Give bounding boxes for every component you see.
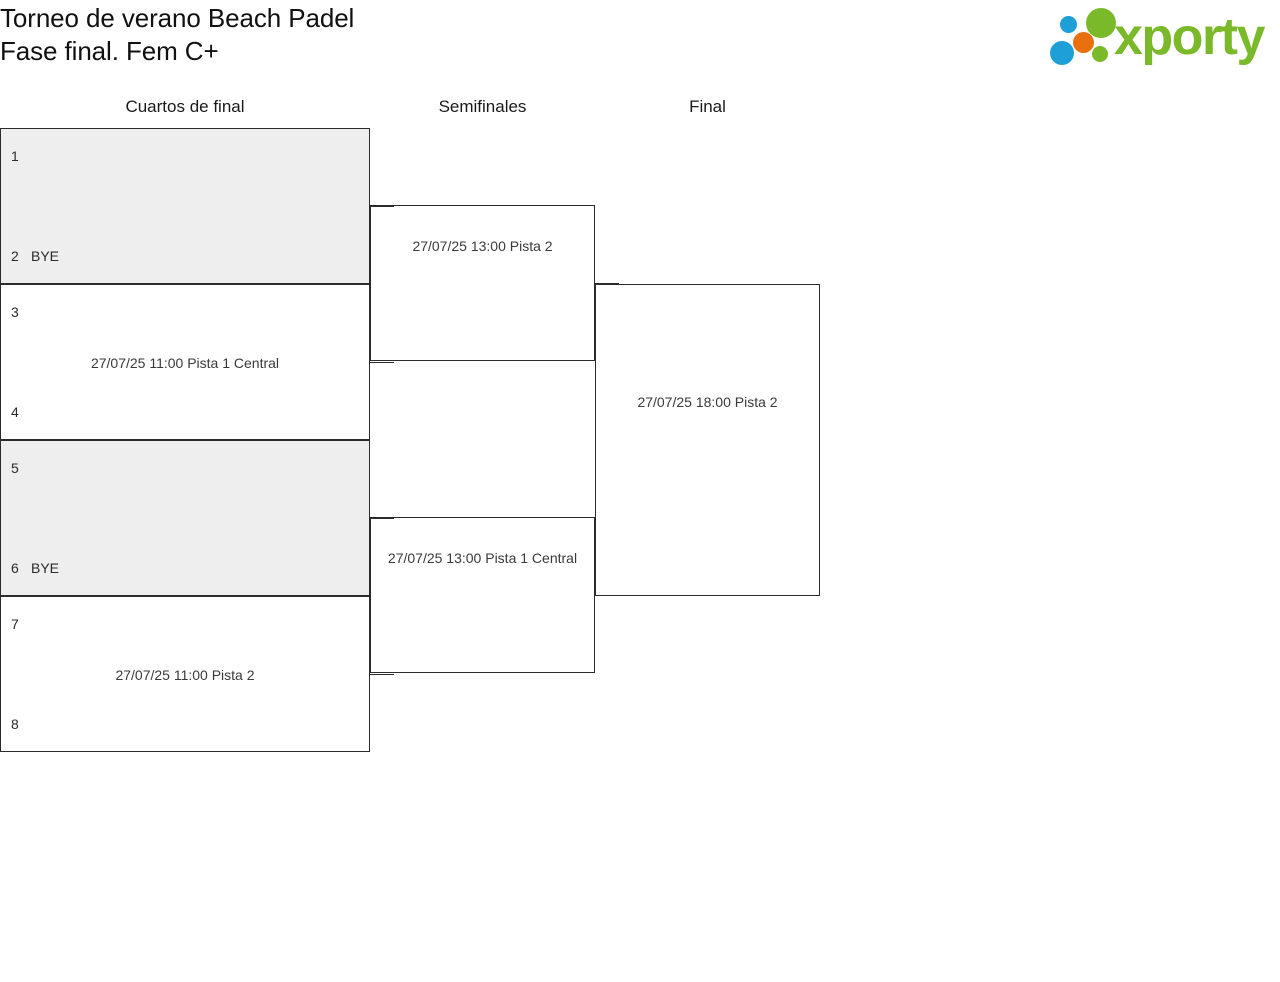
connector-qf3-to-sf2 (370, 518, 394, 519)
logo-dots-icon (1048, 8, 1120, 66)
seed-number: 6 (11, 560, 19, 576)
match-sf2-schedule: 27/07/25 13:00 Pista 1 Central (387, 550, 578, 566)
team-name: BYE (31, 560, 60, 576)
logo-dot-orange-icon (1073, 32, 1094, 53)
match-final-schedule: 27/07/25 18:00 Pista 2 (637, 394, 778, 410)
match-qf4-slot-top: 7 (11, 615, 31, 633)
round-header-semifinals: Semifinales (438, 97, 527, 116)
seed-number: 2 (11, 248, 19, 264)
tournament-phase: Fase final. Fem C+ (0, 36, 219, 66)
connector-sf2-to-final (595, 595, 619, 596)
match-qf2[interactable]: 3 4 27/07/25 11:00 Pista 1 Central (0, 284, 370, 440)
match-qf1-slot-top: 1 (11, 147, 31, 165)
tournament-name: Torneo de verano Beach Padel (0, 3, 355, 33)
match-qf4-schedule: 27/07/25 11:00 Pista 2 (115, 667, 255, 683)
connector-qf2-to-sf1 (370, 362, 394, 363)
seed-number: 5 (11, 460, 19, 476)
match-qf1-slot-bottom: 2 BYE (11, 247, 59, 265)
connector-qf1-to-sf1 (370, 206, 394, 207)
seed-number: 1 (11, 148, 19, 164)
logo-dot-green-small-icon (1092, 46, 1108, 62)
xporty-logo[interactable]: xporty (1048, 6, 1276, 68)
round-header-final: Final (689, 97, 726, 116)
match-qf3-slot-top: 5 (11, 459, 31, 477)
match-sf2[interactable]: 27/07/25 13:00 Pista 1 Central (370, 517, 595, 673)
match-sf1[interactable]: 27/07/25 13:00 Pista 2 (370, 205, 595, 361)
seed-number: 8 (11, 716, 19, 732)
connector-sf1-to-final (595, 283, 619, 284)
connector-qf4-to-sf2 (370, 674, 394, 675)
page-title: Torneo de verano Beach Padel Fase final.… (0, 2, 354, 68)
logo-dot-green-large-icon (1086, 8, 1116, 38)
match-sf1-schedule: 27/07/25 13:00 Pista 2 (412, 238, 553, 254)
seed-number: 3 (11, 304, 19, 320)
match-qf4[interactable]: 7 8 27/07/25 11:00 Pista 2 (0, 596, 370, 752)
logo-dot-blue-large-icon (1050, 41, 1074, 65)
match-qf3[interactable]: 5 6 BYE (0, 440, 370, 596)
match-final[interactable]: 27/07/25 18:00 Pista 2 (595, 284, 820, 596)
team-name: BYE (31, 248, 60, 264)
round-header-quarterfinals: Cuartos de final (125, 97, 245, 116)
match-qf2-slot-top: 3 (11, 303, 31, 321)
logo-dot-blue-small-icon (1060, 16, 1077, 33)
match-qf2-slot-bottom: 4 (11, 403, 31, 421)
match-qf2-schedule: 27/07/25 11:00 Pista 1 Central (90, 355, 280, 371)
match-qf4-slot-bottom: 8 (11, 715, 31, 733)
page-header: Torneo de verano Beach Padel Fase final.… (0, 0, 1280, 90)
match-qf3-slot-bottom: 6 BYE (11, 559, 59, 577)
seed-number: 4 (11, 404, 19, 420)
logo-wordmark: xporty (1114, 8, 1265, 66)
seed-number: 7 (11, 616, 19, 632)
match-qf1[interactable]: 1 2 BYE (0, 128, 370, 284)
